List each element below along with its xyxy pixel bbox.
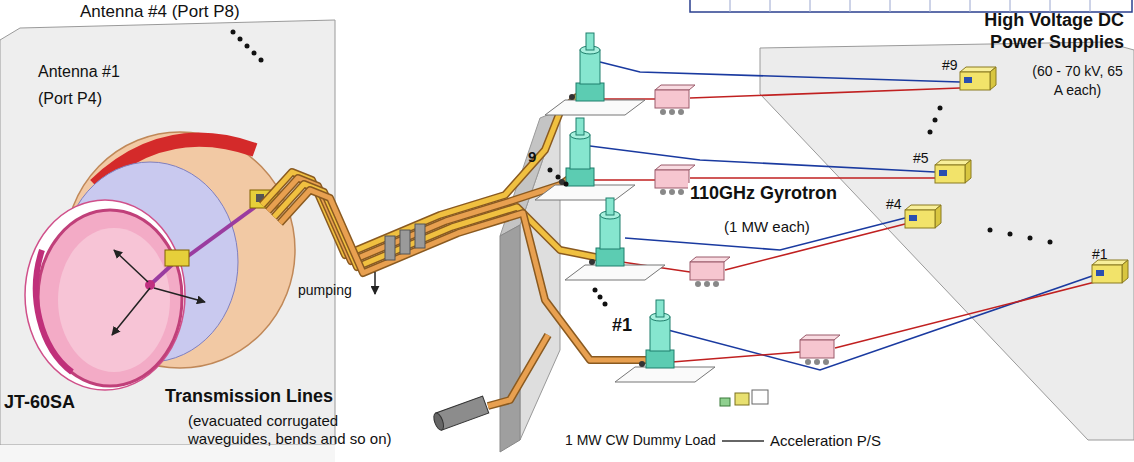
component-label: 1 MW CW Dummy Load xyxy=(565,432,716,449)
component-label: pumping xyxy=(298,282,352,299)
unit-number: #1 xyxy=(612,315,632,337)
section-title: High Voltage DC Power Supplies xyxy=(966,10,1124,53)
component-note: (evacuated corrugated waveguides, bends … xyxy=(188,412,403,448)
unit-number: #9 xyxy=(942,57,958,74)
ellipsis-dots xyxy=(231,30,1053,307)
pumping-port xyxy=(375,224,425,294)
unit-number: #1 xyxy=(1092,246,1108,263)
unit-number: #5 xyxy=(913,150,929,167)
component-label: Acceleration P/S xyxy=(770,432,881,450)
component-label: Transmission Lines xyxy=(165,386,333,408)
hv-power-supplies xyxy=(905,67,1128,283)
component-label: 110GHz Gyrotron xyxy=(688,183,839,205)
unit-number: #4 xyxy=(886,196,902,213)
rating-note: (60 - 70 kV, 65 A each) xyxy=(1030,62,1125,100)
tokamak xyxy=(25,132,295,390)
gyrotron-set xyxy=(535,33,840,406)
antenna-label: Antenna #4 (Port P8) xyxy=(80,2,240,22)
antenna-label: Antenna #1 (Port P4) xyxy=(38,58,138,112)
waveguide-bundle xyxy=(262,96,648,406)
ellipsis-number: 9 xyxy=(528,148,536,166)
torus-hall xyxy=(0,20,335,462)
device-name: JT-60SA xyxy=(4,392,75,414)
rating-note: (1 MW each) xyxy=(722,218,812,236)
